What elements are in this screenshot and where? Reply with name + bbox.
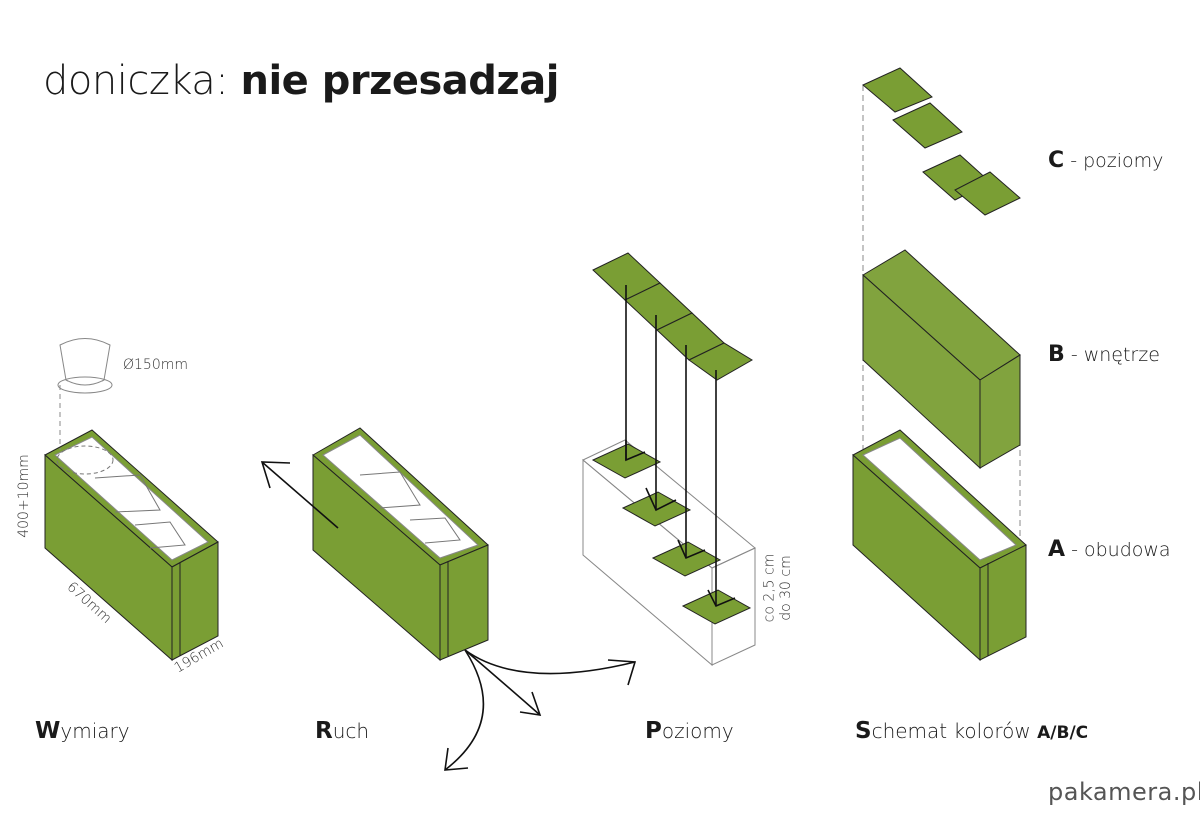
section-cap: S <box>855 718 872 744</box>
section-label-movement: Ruch <box>315 718 369 744</box>
layer-b-label: B - wnętrze <box>1048 342 1160 367</box>
pot-diameter-label: Ø150mm <box>123 357 189 373</box>
section-label-shelves: Poziomy <box>645 718 734 744</box>
layer-text: - poziomy <box>1064 150 1164 172</box>
title-bold: nie przesadzaj <box>240 58 559 104</box>
layer-text: - obudowa <box>1065 539 1171 561</box>
pot-icon <box>57 338 113 450</box>
section-label-dimensions: Wymiary <box>35 718 130 744</box>
spacing-label-1: co 2,5 cm <box>761 553 778 623</box>
height-label: 400+10mm <box>15 454 32 538</box>
spacing-label-2: do 30 cm <box>777 555 794 621</box>
section-cap: R <box>315 718 333 744</box>
layer-a-label: A - obudowa <box>1048 537 1171 562</box>
planter-movement <box>312 427 489 662</box>
section-text: oziomy <box>661 719 734 743</box>
section-cap: P <box>645 718 662 744</box>
title-light: doniczka: <box>43 58 241 104</box>
shelves-diagram <box>582 252 756 667</box>
planter-dimensions <box>44 429 219 662</box>
page-title: doniczka: nie przesadzaj <box>43 58 559 104</box>
layer-cap: C <box>1048 148 1065 173</box>
pakamera-logo: pakamera.pl <box>1048 778 1200 806</box>
section-text: chemat kolorów <box>871 719 1038 743</box>
layer-text: - wnętrze <box>1064 344 1160 366</box>
section-label-color-scheme: Schemat kolorów A/B/C <box>855 718 1088 744</box>
layer-c-label: C - poziomy <box>1048 148 1163 173</box>
movement-arrows <box>260 461 637 771</box>
section-text: uch <box>332 719 370 743</box>
layer-cap: B <box>1048 342 1065 367</box>
section-text: ymiary <box>60 719 130 743</box>
section-extra: A/B/C <box>1037 723 1089 743</box>
section-cap: W <box>35 718 61 744</box>
color-scheme-diagram <box>852 67 1027 662</box>
layer-cap: A <box>1048 537 1066 562</box>
